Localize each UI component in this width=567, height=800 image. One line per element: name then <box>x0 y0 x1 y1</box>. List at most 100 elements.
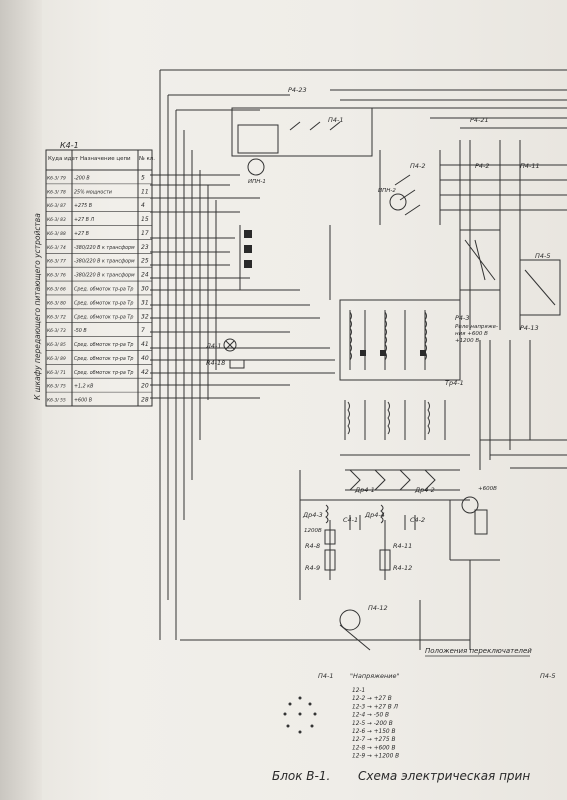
table-cell-dest: К6-3/ 76 <box>47 273 66 279</box>
label-v600: +600В <box>478 486 497 492</box>
page-shadow <box>0 0 42 800</box>
legend-item: 12-3 → +27 В Л <box>352 704 399 710</box>
table-cell-name: +275 В <box>74 203 92 209</box>
legend-item: 12-8 → +600 В <box>352 745 395 751</box>
label-v1200: 1200В <box>304 528 322 534</box>
label-p4-2: П4-2 <box>410 162 426 170</box>
legend-right-switch: П4-5 <box>540 672 556 680</box>
label-p4-1: П4-1 <box>328 116 344 124</box>
table-cell-name: +27 В Л <box>74 217 94 223</box>
table-cell-dest: К6-3/ 73 <box>47 328 66 334</box>
table-cell-dest: К6-3/ 74 <box>47 245 66 251</box>
legend-item: 12-6 → +150 В <box>352 729 395 735</box>
table-cell-num: 30 <box>141 285 149 292</box>
voltmeter-ipn1 <box>247 158 265 176</box>
table-cell-dest: К6-3/ 55 <box>47 398 66 404</box>
table-cell-dest: К6-3/ 80 <box>47 300 66 306</box>
table-cell-name: Сред. обмоток тр-ра Тр <box>74 314 133 320</box>
label-r4-2: Р4-2 <box>475 162 490 170</box>
table-cell-dest: К6-3/ 88 <box>47 231 66 237</box>
label-r4-9: R4-9 <box>305 564 320 572</box>
label-r4-8: R4-8 <box>305 542 320 550</box>
label-rectifier-2: ния +600 В <box>455 331 488 337</box>
legend-item: 12-7 → +275 В <box>352 737 395 743</box>
table-cell-name: -380/220 В к трансформ <box>74 245 135 251</box>
label-rectifier-1: Реле напряже- <box>455 324 498 330</box>
table-cell-dest: К6-3/ 79 <box>47 175 66 181</box>
label-dr4-2: Др4-2 <box>414 486 435 494</box>
switch-legend: П4-1 "Напряжение" П4-5 12-112-2 → +27 В1… <box>283 672 556 760</box>
label-r4-18: R4-18 <box>206 359 225 367</box>
table-cell-name: +600 В <box>74 398 92 404</box>
table-cell-num: 23 <box>141 244 149 251</box>
label-r4-23: Р4-23 <box>288 86 307 94</box>
table-cell-dest: К6-3/ 89 <box>47 356 66 362</box>
label-rectifier-3: +1200 В <box>455 338 479 344</box>
legend-item: 12-4 → -50 В <box>352 713 389 719</box>
table-cell-num: 17 <box>141 230 149 237</box>
legend-switch: П4-1 <box>318 672 334 680</box>
table-cell-name: -380/220 В к трансформ <box>74 273 135 279</box>
table-cell-num: 24 <box>141 272 149 279</box>
label-r4-13: Р4-13 <box>520 324 539 332</box>
table-cell-num: 25 <box>141 258 149 265</box>
table-cell-dest: К6-3/ 78 <box>47 189 66 195</box>
legend-item: 12-5 → -200 В <box>352 721 393 727</box>
table-cell-num: 15 <box>141 216 149 223</box>
label-tr4-1: Тр4-1 <box>445 379 464 387</box>
table-cell-num: 31 <box>141 299 149 306</box>
label-r4-11: R4-11 <box>393 542 412 550</box>
table-cell-dest: К6-3/ 85 <box>47 342 66 348</box>
table-cell-num: 20 <box>141 383 149 390</box>
table-cell-name: 25% мощности <box>74 189 112 195</box>
label-p4-12: П4-12 <box>368 604 388 612</box>
label-ipn-2: ИПН-2 <box>378 188 396 194</box>
label-p4-11: П4-11 <box>520 162 540 170</box>
table-cell-dest: К6-3/ 77 <box>47 259 66 265</box>
label-c4-1: С4-1 <box>343 516 358 524</box>
label-dr4-4: Др4-4 <box>364 511 385 519</box>
table-cell-name: -200 В <box>74 175 90 181</box>
label-c4-2: С4-2 <box>410 516 425 524</box>
table-cell-name: Сред. обмоток тр-ра Тр <box>74 356 133 362</box>
table-cell-name: Сред. обмоток тр-ра Тр <box>74 342 133 348</box>
table-cell-num: 28 <box>141 397 149 404</box>
label-ipn-1: ИПН-1 <box>248 179 266 185</box>
table-cell-dest: К6-3/ 75 <box>47 384 66 390</box>
side-caption: К шкафу передающего питающего устройства <box>33 213 42 400</box>
label-dr4-1: Др4-1 <box>354 486 375 494</box>
table-cell-name: Сред. обмоток тр-ра Тр <box>74 370 133 376</box>
legend-title: "Напряжение" <box>350 672 399 680</box>
label-l4-1: Л4-1 <box>205 342 222 350</box>
table-cell-num: 32 <box>141 313 149 320</box>
table-cell-num: 41 <box>141 341 149 348</box>
table-cell-name: Сред. обмоток тр-ра Тр <box>74 286 133 292</box>
table-cell-name: -380/220 В к трансформ <box>74 259 135 265</box>
voltmeter-ipn2 <box>389 193 407 211</box>
table-header-name: Назначение цепи <box>80 156 131 162</box>
table-cell-dest: К6-3/ 87 <box>47 203 66 209</box>
table-cell-num: 4 <box>141 202 145 209</box>
label-r4-21: Р4-21 <box>470 116 489 124</box>
bottom-title-caption: Схема электрическая прин <box>358 769 530 783</box>
table-cell-num: 42 <box>141 369 149 376</box>
table-cell-num: 40 <box>141 355 149 362</box>
bottom-title-block: Блок В-1. <box>272 769 330 783</box>
table-cell-dest: К6-3/ 83 <box>47 217 66 223</box>
legend-item: 12-9 → +1200 В <box>352 754 399 760</box>
table-header-dest: Куда идет <box>48 156 79 162</box>
legend-item: 12-1 <box>352 688 365 694</box>
label-r4-12: R4-12 <box>393 564 412 572</box>
table-title: К4-1 <box>60 141 79 150</box>
table-cell-name: +27 В <box>74 231 89 237</box>
table-cell-num: 7 <box>141 327 145 334</box>
table-cell-dest: К6-3/ 71 <box>47 370 66 376</box>
table-cell-name: +1,2 кВ <box>74 384 93 390</box>
table-cell-num: 11 <box>141 188 149 195</box>
switch-positions-title: Положения переключателей <box>425 647 532 655</box>
table-cell-dest: К6-3/ 66 <box>47 286 66 292</box>
label-p4-5: П4-5 <box>535 252 551 260</box>
